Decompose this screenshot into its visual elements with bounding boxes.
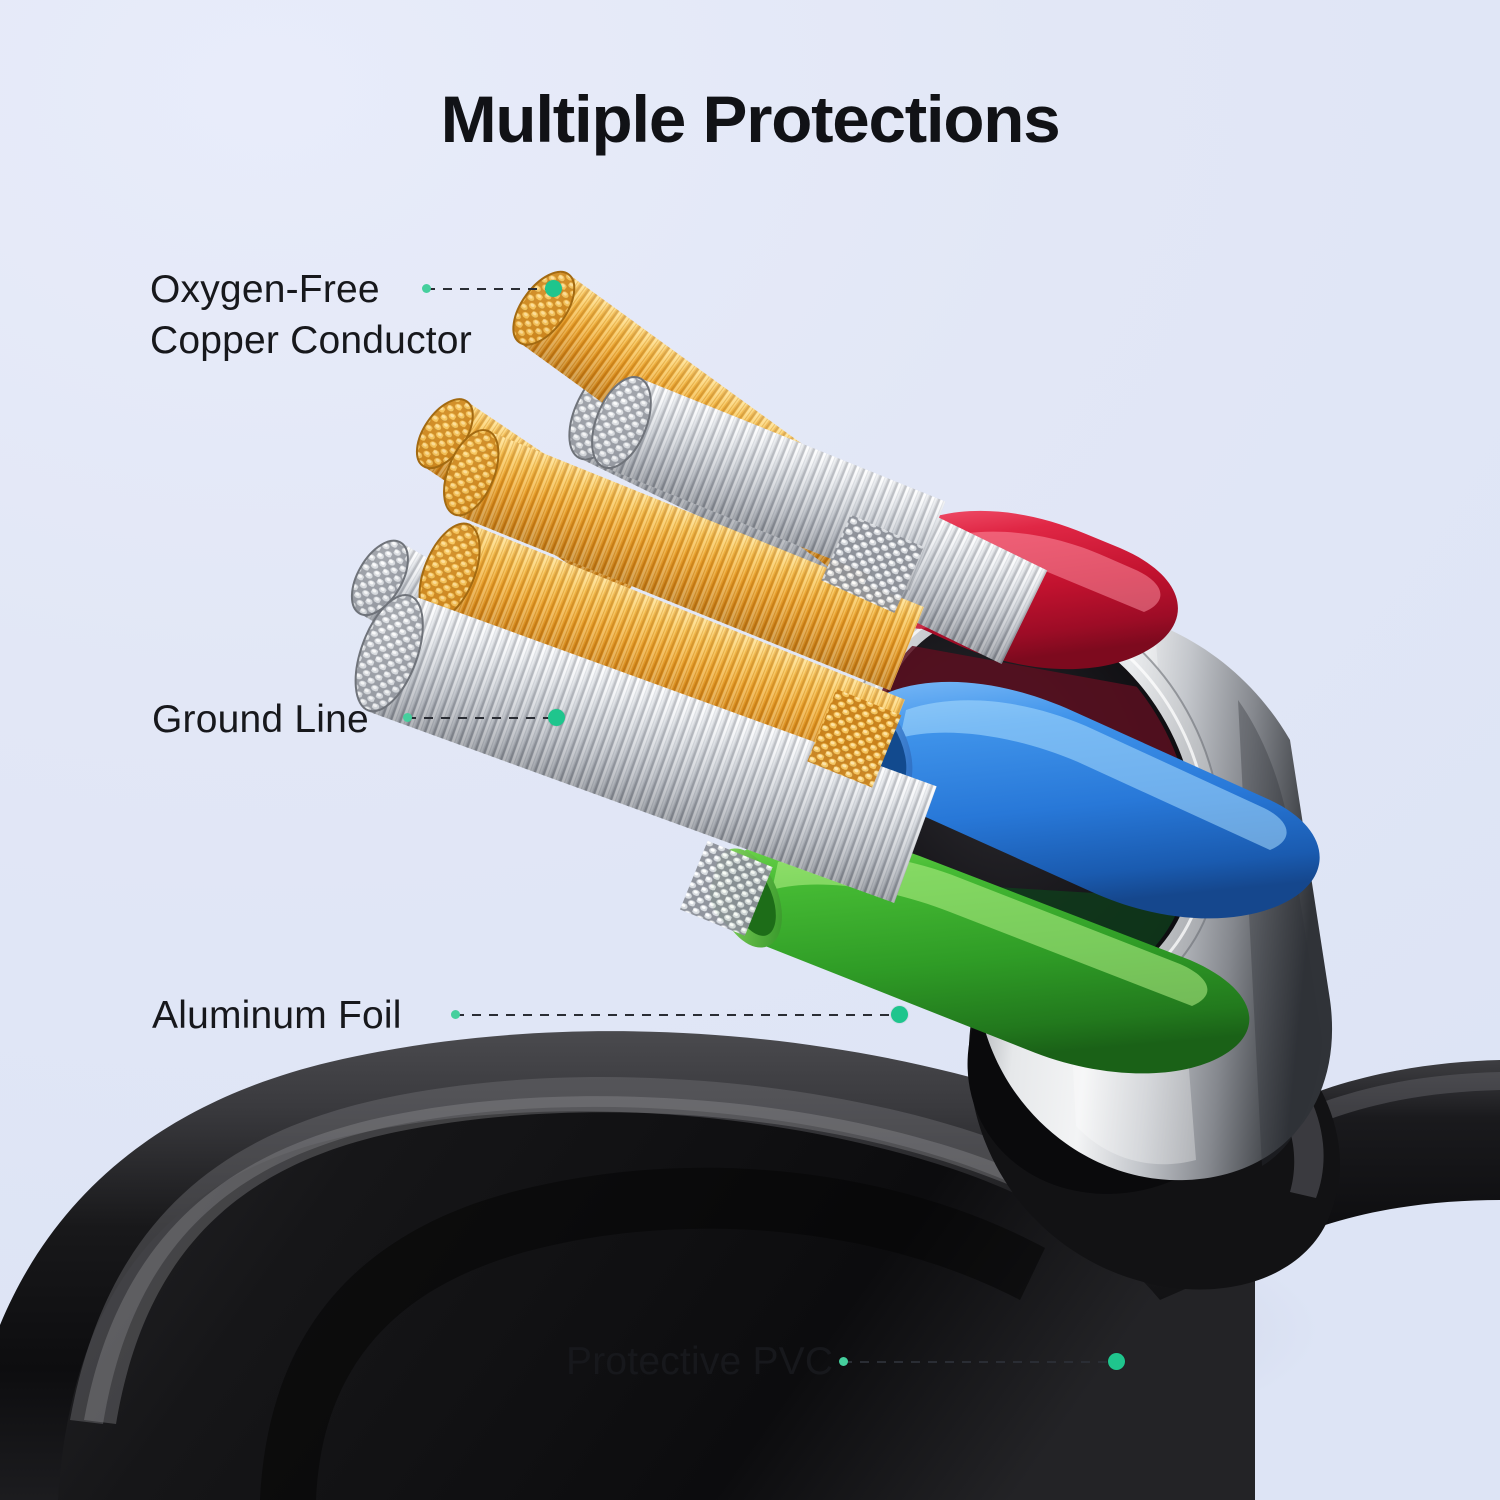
callout-label-protective-pvc: Protective PVC	[566, 1340, 834, 1383]
pvc-jacket-main-loop	[0, 1031, 1270, 1500]
strands-into-red-wire	[821, 514, 924, 613]
leader-dot-end-ground-line	[548, 709, 565, 726]
leader-dot-start-oxygen-free-copper-conductor	[422, 284, 431, 293]
leader-dot-start-ground-line	[403, 713, 412, 722]
strands-into-blue-wire	[807, 689, 902, 788]
page-title: Multiple Protections	[440, 82, 1061, 156]
leader-dot-end-aluminum-foil	[891, 1006, 908, 1023]
callout-label-oxygen-free-copper-conductor: Oxygen-Free Copper Conductor	[150, 268, 472, 363]
callout-label-ground-line: Ground Line	[152, 698, 369, 741]
callout-label-aluminum-foil: Aluminum Foil	[152, 994, 402, 1037]
leader-dot-start-aluminum-foil	[451, 1010, 460, 1019]
strands-into-green-wire	[679, 840, 773, 936]
copper-conductor-bundle-lower	[418, 522, 905, 797]
ground-line-bundle-main	[354, 594, 937, 903]
copper-conductor-bundle-center	[443, 429, 924, 691]
leader-dot-end-protective-pvc	[1108, 1353, 1125, 1370]
leader-dot-end-oxygen-free-copper-conductor	[545, 280, 562, 297]
leader-dot-start-protective-pvc	[839, 1357, 848, 1366]
